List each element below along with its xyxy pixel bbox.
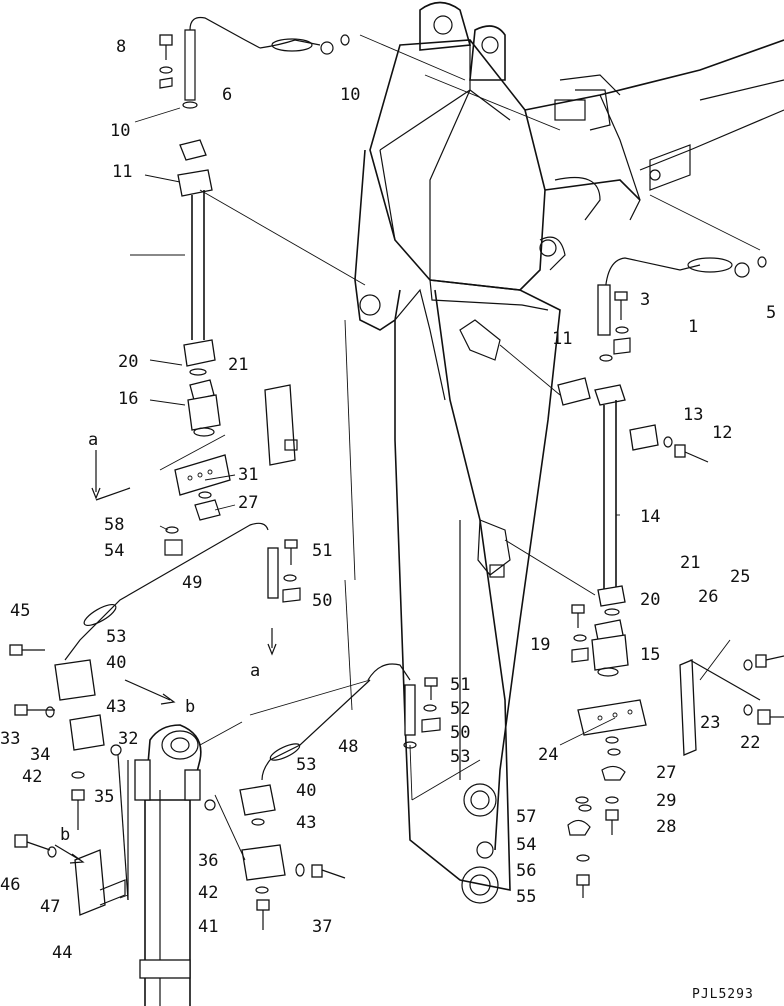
part-label-22: 22 [740, 733, 760, 753]
view-arrows [54, 450, 277, 864]
part-label-55: 55 [516, 887, 536, 907]
part-label-35: 35 [94, 787, 114, 807]
part-label-43: 43 [106, 697, 126, 717]
part-label-56: 56 [516, 861, 536, 881]
part-label-47: 47 [40, 897, 60, 917]
part-label-13: 13 [683, 405, 703, 425]
part-label-42: 42 [198, 883, 218, 903]
part-label-42: 42 [22, 767, 42, 787]
part-label-5: 5 [766, 303, 776, 323]
part-label-40: 40 [106, 653, 126, 673]
part-label-54: 54 [104, 541, 124, 561]
part-label-57: 57 [516, 807, 536, 827]
part-label-23: 23 [700, 713, 720, 733]
part-label-46: 46 [0, 875, 20, 895]
right-pipe-assembly [557, 256, 784, 898]
part-label-14: 14 [640, 507, 660, 527]
part-label-6: 6 [222, 85, 232, 105]
view-letter-b-mid: b [185, 697, 195, 717]
part-label-28: 28 [656, 817, 676, 837]
part-label-20: 20 [118, 352, 138, 372]
part-label-34: 34 [30, 745, 50, 765]
leader-lines [119, 34, 761, 899]
center-pipe-assembly [239, 663, 441, 930]
part-label-31: 31 [238, 465, 258, 485]
part-label-25: 25 [730, 567, 750, 587]
part-label-50: 50 [312, 591, 332, 611]
part-label-51: 51 [450, 675, 470, 695]
part-label-58: 58 [104, 515, 124, 535]
part-label-53: 53 [450, 747, 470, 767]
part-label-10: 10 [340, 85, 360, 105]
left-pipe-assembly [9, 16, 350, 916]
part-number-labels: 8 6 10 10 11 20 21 16 31 27 58 54 49 51 … [0, 37, 776, 963]
part-label-29: 29 [656, 791, 676, 811]
boom-structure [354, 1, 784, 904]
part-label-48: 48 [338, 737, 358, 757]
view-letter-a-mid: a [250, 661, 260, 681]
part-label-52: 52 [450, 699, 470, 719]
part-label-41: 41 [198, 917, 218, 937]
part-label-44: 44 [52, 943, 72, 963]
part-label-50: 50 [450, 723, 470, 743]
part-label-33: 33 [0, 729, 20, 749]
part-label-37: 37 [312, 917, 332, 937]
part-label-21: 21 [680, 553, 700, 573]
part-label-43: 43 [296, 813, 316, 833]
part-label-15: 15 [640, 645, 660, 665]
part-label-3: 3 [640, 290, 650, 310]
part-label-51: 51 [312, 541, 332, 561]
part-label-26: 26 [698, 587, 718, 607]
part-label-32: 32 [118, 729, 138, 749]
part-label-53: 53 [106, 627, 126, 647]
part-label-8: 8 [116, 37, 126, 57]
part-label-45: 45 [10, 601, 30, 621]
part-label-36: 36 [198, 851, 218, 871]
part-label-53: 53 [296, 755, 316, 775]
part-label-27: 27 [238, 493, 258, 513]
part-label-49: 49 [182, 573, 202, 593]
part-label-11: 11 [552, 329, 572, 349]
part-label-1: 1 [688, 317, 698, 337]
part-label-11: 11 [112, 162, 132, 182]
part-label-54: 54 [516, 835, 536, 855]
part-label-10: 10 [110, 121, 130, 141]
part-label-21: 21 [228, 355, 248, 375]
drawing-code: PJL5293 [692, 987, 754, 1002]
part-label-12: 12 [712, 423, 732, 443]
arm-cylinder [110, 724, 216, 1006]
part-label-24: 24 [538, 745, 558, 765]
part-label-27: 27 [656, 763, 676, 783]
part-label-16: 16 [118, 389, 138, 409]
part-label-20: 20 [640, 590, 660, 610]
part-label-19: 19 [530, 635, 550, 655]
part-label-40: 40 [296, 781, 316, 801]
view-letter-a-top: a [88, 430, 98, 450]
view-letter-b-low: b [60, 825, 70, 845]
